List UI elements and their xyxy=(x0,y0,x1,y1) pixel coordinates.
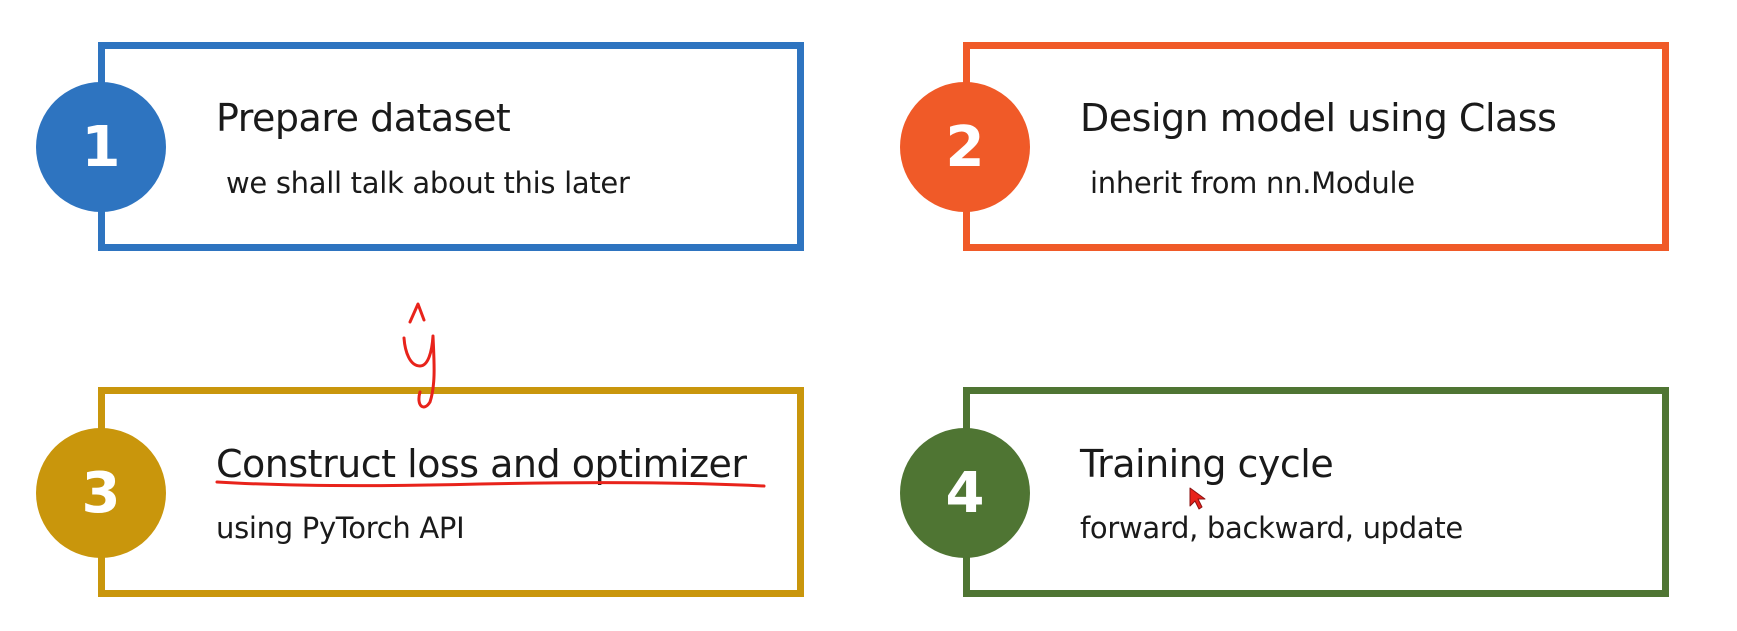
step-2-box xyxy=(963,42,1669,251)
step-3-box xyxy=(98,387,804,597)
step-3-number: 3 xyxy=(81,460,121,526)
y-hat-caret-stroke xyxy=(408,302,426,324)
step-1-subtitle: we shall talk about this later xyxy=(226,166,630,200)
step-4-number-badge: 4 xyxy=(900,428,1030,558)
step-4-box xyxy=(963,387,1669,597)
step-2-number: 2 xyxy=(945,114,985,180)
step-4-title: Training cycle xyxy=(1080,442,1334,486)
step-2-number-badge: 2 xyxy=(900,82,1030,212)
step-1-number-badge: 1 xyxy=(36,82,166,212)
step-2-title: Design model using Class xyxy=(1080,96,1557,140)
step-3-number-badge: 3 xyxy=(36,428,166,558)
step-1-number: 1 xyxy=(81,114,121,180)
step-3-subtitle: using PyTorch API xyxy=(216,511,465,545)
step-4-number: 4 xyxy=(945,460,985,526)
step-3-title: Construct loss and optimizer xyxy=(216,442,747,486)
step-2-subtitle: inherit from nn.Module xyxy=(1090,166,1415,200)
step-1-box xyxy=(98,42,804,251)
step-1-title: Prepare dataset xyxy=(216,96,511,140)
step-4-subtitle: forward, backward, update xyxy=(1080,511,1463,545)
